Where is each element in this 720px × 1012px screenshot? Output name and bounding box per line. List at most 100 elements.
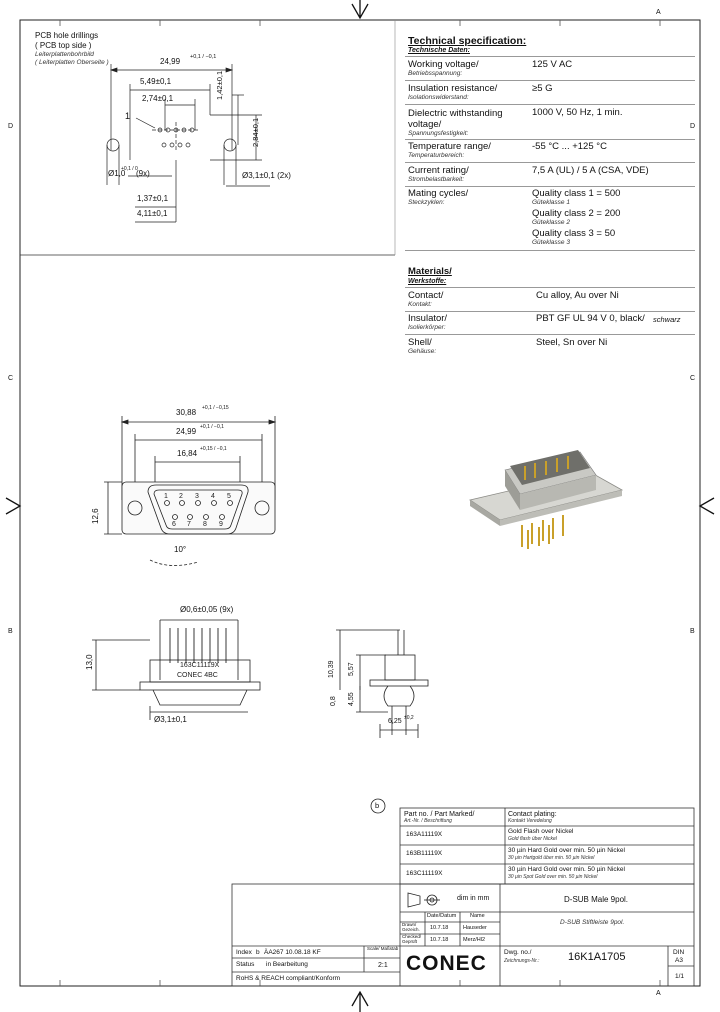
spec-divider [405, 250, 695, 251]
materials-value-de: schwarz [653, 315, 681, 324]
spec-label: Working voltage/ [408, 59, 479, 70]
side-dim-height: 13,0 [85, 654, 94, 670]
spec-label-de: Temperaturbereich: [408, 152, 465, 159]
front-dim-overall-tol: +0,1 / −0,15 [202, 405, 229, 411]
materials-title: Materials/ [408, 266, 452, 277]
pcb-pin-callout: 1 [125, 111, 131, 121]
spec-label: Insulation resistance/ [408, 83, 498, 94]
pcb-subtitle-de: Leiterplattenbohrbild [35, 51, 94, 58]
frame-mark-right-d: D [690, 123, 696, 130]
spec-label-de: Spannungsfestigkeit: [408, 130, 469, 137]
spec-title: Technical specification: [408, 35, 527, 47]
spec-value: Quality class 3 = 50 [532, 228, 616, 239]
materials-value: PBT GF UL 94 V 0, black/ [536, 313, 645, 324]
front-dim-mount-tol: +0,1 / −0,1 [200, 424, 224, 430]
spec-value: Quality class 1 = 500 [532, 188, 621, 199]
side-dim-pin-length-tol: ±0,2 [404, 715, 414, 721]
status-label: Status [236, 961, 255, 968]
pcb-dim-mount-hole: Ø3,1±0,1 (2x) [242, 171, 291, 180]
frame-mark-top-a: A [656, 9, 661, 16]
side-dim-pin-length: 6,25 [388, 718, 402, 725]
pin-number: 5 [227, 493, 231, 500]
spec-title-de: Technische Daten: [408, 47, 470, 54]
materials-label: Insulator/ [408, 313, 448, 324]
pcb-dim-width-tol: +0,1 / −0,1 [190, 54, 217, 60]
date-header: Date/Datum [427, 913, 457, 919]
spec-value-de: Güteklasse 3 [532, 239, 570, 246]
drawn-label: Drawn/ Gezeich. [402, 922, 420, 932]
spec-label-de: Steckzyklen: [408, 199, 445, 206]
side-dim-mount-hole: Ø3,1±0,1 [154, 715, 187, 724]
side-dim-shell: 5,57 [348, 662, 355, 676]
dwg-label: Dwg. no./ [504, 949, 532, 956]
conec-logo: CONEC [406, 952, 487, 975]
materials-label: Shell/ [408, 337, 432, 348]
units-note: dim in mm [457, 895, 490, 902]
dwg-label-de: Zeichnungs-Nr.: [504, 958, 540, 964]
spec-divider [405, 104, 695, 105]
checked-name: Merz/Hl2 [463, 937, 486, 943]
front-dim-overall: 30,88 [176, 408, 197, 417]
spec-divider [405, 162, 695, 163]
frame-mark-left-d: D [8, 123, 14, 130]
pin-number: 8 [203, 521, 207, 528]
drawn-date: 10.7.18 [430, 925, 449, 931]
pin-number: 9 [219, 521, 223, 528]
spec-label: Dielectric withstanding voltage/ [408, 108, 503, 130]
index-note: ÄA267 10.08.18 KF [264, 949, 321, 956]
pcb-dim-spacing: 5,49±0,1 [140, 77, 172, 86]
frame-mark-left-b: B [8, 628, 13, 635]
index-value: b [256, 949, 260, 956]
spec-label-de: Strombelastbarkeit: [408, 176, 464, 183]
front-dim-shell-tol: +0,15 / −0,1 [200, 446, 227, 452]
index-label: Index [236, 949, 252, 956]
pin-number: 3 [195, 493, 199, 500]
pin-number: 4 [211, 493, 215, 500]
spec-label: Temperature range/ [408, 141, 491, 152]
front-dim-shell: 16,84 [177, 449, 198, 458]
sheet-number: 1/1 [675, 973, 685, 980]
pcb-dim-hole-tol: +0,1 / 0 [121, 166, 138, 172]
materials-label-de: Gehäuse: [408, 348, 437, 355]
revision-mark: b [375, 801, 380, 810]
materials-divider [405, 287, 695, 288]
scale-value: 2:1 [378, 962, 388, 969]
materials-title-de: Werkstoffe: [408, 278, 447, 285]
part-marking-brand: CONEC 4BC [177, 672, 218, 679]
partlist-plating-de: Gold flash über Nickel [508, 836, 557, 842]
front-dim-mount: 24,99 [176, 427, 197, 436]
materials-value: Cu alloy, Au over Ni [536, 290, 619, 301]
front-dim-height: 12,6 [91, 508, 100, 524]
materials-label-de: Isolierkörper: [408, 324, 446, 331]
pcb-dim-hole: Ø1,0 [108, 169, 126, 178]
partlist-plating: 30 µin Hard Gold over min. 50 µin Nickel [508, 847, 625, 854]
materials-divider [405, 334, 695, 335]
side-dim-overall: 10,39 [328, 660, 335, 678]
spec-label: Mating cycles/ [408, 188, 469, 199]
side-dim-body: 4,55 [348, 692, 355, 706]
side-dim-pin-dia: Ø0,6±0,05 (9x) [180, 605, 234, 614]
partlist-plating-de: 30 µin Hartgold über min. 50 µin Nickel [508, 855, 595, 861]
spec-divider [405, 186, 695, 187]
partlist-header-part: Part no. / Part Marked/ [404, 811, 475, 818]
pcb-dim-offset: 1,37±0,1 [137, 194, 169, 203]
spec-divider [405, 80, 695, 81]
spec-value: 7,5 A (UL) / 5 A (CSA, VDE) [532, 165, 649, 176]
pin-number: 1 [164, 493, 168, 500]
pcb-subtitle-de-2: ( Leiterplatten Oberseite ) [35, 59, 109, 66]
checked-date: 10.7.18 [430, 937, 449, 943]
spec-value-de: Güteklasse 1 [532, 199, 570, 206]
spec-value: ≥5 G [532, 83, 553, 94]
din-label: DIN [673, 949, 685, 956]
frame-mark-bottom-a: A [656, 990, 661, 997]
name-header: Name [470, 913, 485, 919]
partlist-header-plating: Contact plating: [508, 811, 557, 818]
rohs-note: RoHS & REACH compliant/Konform [236, 975, 341, 982]
partlist-part-no: 163C11119X [406, 870, 443, 877]
spec-label-de: Isolationswiderstand: [408, 94, 469, 101]
partlist-header-part-de: Art.-Nr. / Beschriftung [404, 818, 452, 824]
drawing-number: 16K1A1705 [568, 951, 626, 963]
drawing-title: D-SUB Male 9pol. [564, 895, 629, 904]
pcb-dim-offset-2: 4,11±0,1 [137, 209, 168, 218]
spec-divider [405, 139, 695, 140]
